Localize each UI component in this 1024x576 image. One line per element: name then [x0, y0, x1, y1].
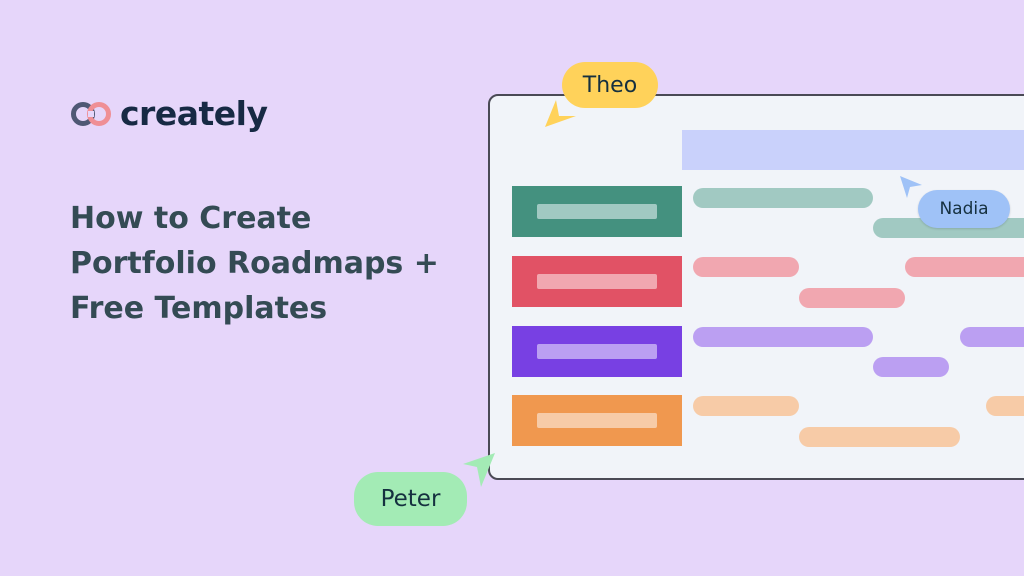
collaborator-tag-peter: Peter	[354, 472, 467, 526]
row-label-text-placeholder	[537, 344, 657, 359]
row-label-text-placeholder	[537, 274, 657, 289]
task-bar	[873, 357, 949, 377]
logo-rings-icon	[70, 100, 114, 128]
task-bar	[693, 188, 873, 208]
row-label-orange	[512, 395, 682, 446]
creately-logo: creately	[70, 94, 268, 134]
title-line-1: How to Create	[70, 201, 312, 236]
row-label-teal	[512, 186, 682, 237]
task-bar	[693, 396, 799, 416]
timeline-header	[682, 130, 1024, 170]
task-bar	[986, 396, 1024, 416]
row-label-text-placeholder	[537, 413, 657, 428]
collaborator-tag-nadia: Nadia	[918, 190, 1010, 228]
cursor-theo-icon	[543, 98, 577, 133]
page-title: How to Create Portfolio Roadmaps + Free …	[70, 196, 470, 331]
task-bar	[960, 327, 1024, 347]
task-bar	[799, 288, 905, 308]
cursor-nadia-icon	[898, 174, 924, 205]
row-label-text-placeholder	[537, 204, 657, 219]
row-label-purple	[512, 326, 682, 377]
row-label-red	[512, 256, 682, 307]
task-bar	[693, 257, 799, 277]
title-line-2: Portfolio Roadmaps +	[70, 246, 439, 281]
roadmap-board	[488, 94, 1024, 480]
brand-name: creately	[120, 94, 268, 133]
cursor-peter-icon	[460, 452, 496, 493]
task-bar	[693, 327, 873, 347]
task-bar	[905, 257, 1024, 277]
title-line-3: Free Templates	[70, 291, 328, 326]
collaborator-tag-theo: Theo	[562, 62, 658, 108]
task-bar	[799, 427, 960, 447]
